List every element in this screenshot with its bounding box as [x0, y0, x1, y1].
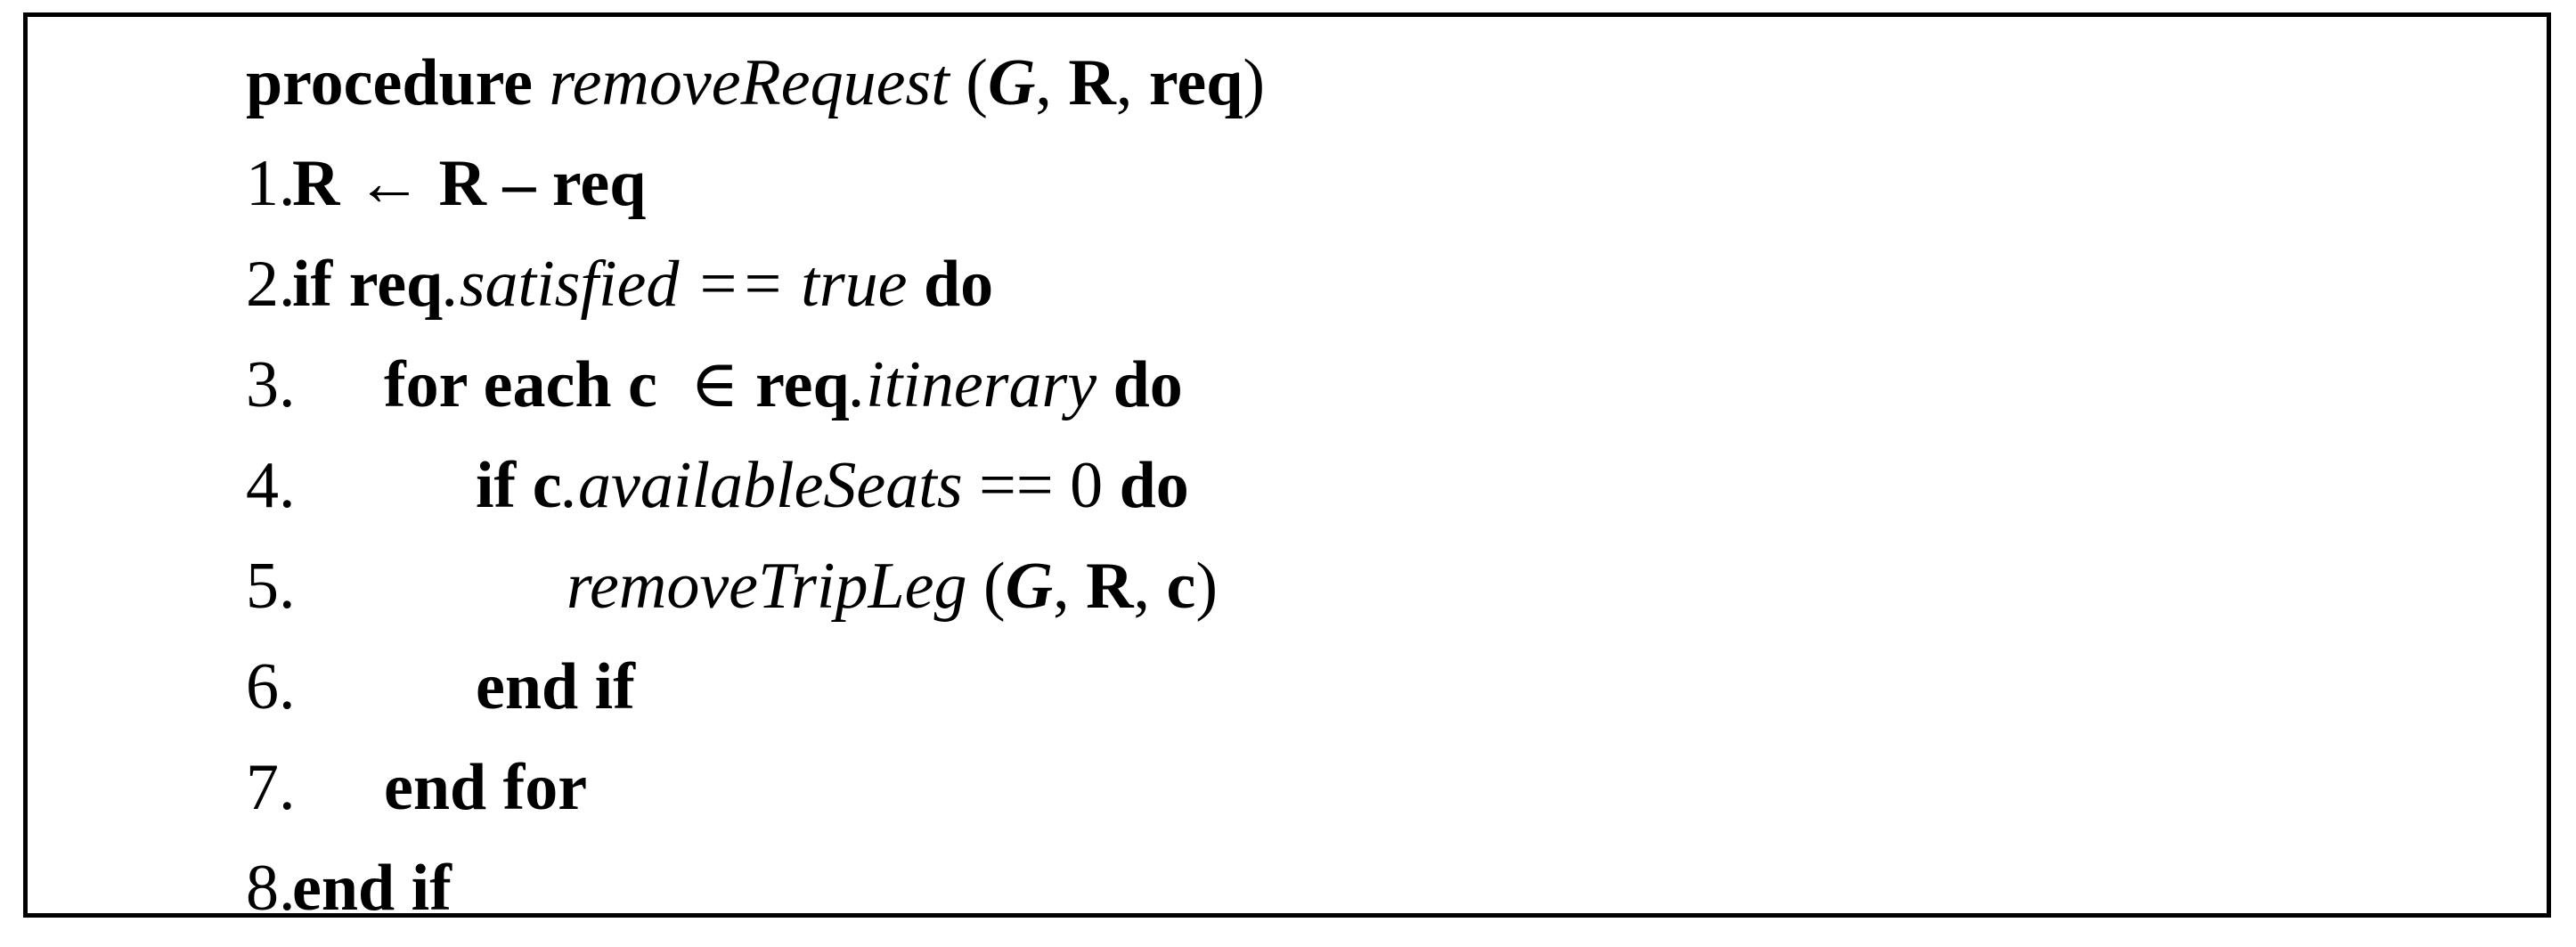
code-token: true: [784, 248, 924, 321]
param-separator-2: ,: [1115, 46, 1149, 119]
code-token: ==: [979, 449, 1054, 522]
code-token: ): [1195, 550, 1219, 623]
code-token: req: [348, 248, 444, 321]
procedure-name: removeRequest: [549, 46, 950, 119]
line-number: 5.: [246, 550, 296, 623]
parameter-req: req: [1148, 46, 1243, 119]
param-separator-1: ,: [1035, 46, 1069, 119]
code-token: req: [535, 147, 647, 220]
procedure-signature-body: procedure removeRequest (G, R, req): [246, 33, 2547, 134]
code-token: ,: [1053, 550, 1087, 623]
code-line: 5.removeTripLeg (G, R, c): [28, 536, 2547, 637]
code-line: 7. end for: [28, 738, 2547, 838]
code-token: do: [1119, 449, 1189, 522]
space-after-keyword: [533, 46, 550, 119]
code-token: R: [1086, 550, 1134, 623]
code-line-body: if req.satisfied == true do: [246, 234, 2547, 335]
code-token: R: [292, 147, 356, 220]
algorithm-box: procedure removeRequest (G, R, req) 1.R …: [23, 12, 2551, 918]
code-token: ==: [695, 248, 785, 321]
line-number: 8.: [246, 852, 296, 918]
open-paren: (: [949, 46, 988, 119]
close-paren: ): [1243, 46, 1266, 119]
code-token: do: [1113, 348, 1183, 421]
code-token: R: [421, 147, 503, 220]
code-token: .availableSeats: [561, 449, 980, 522]
pseudocode-listing: procedure removeRequest (G, R, req) 1.R …: [28, 17, 2547, 918]
code-token: .itinerary: [849, 348, 1113, 421]
code-line: 8.end if: [28, 838, 2547, 918]
code-line: 3.for each c ∈ req.itinerary do: [28, 335, 2547, 436]
line-number: 6.: [246, 650, 296, 723]
code-token: 0: [1053, 449, 1120, 522]
line-number: 3.: [246, 348, 296, 421]
code-token: end for: [384, 751, 588, 824]
line-number: 4.: [246, 449, 296, 522]
parameter-g: G: [987, 46, 1036, 119]
code-token: .satisfied: [443, 248, 696, 321]
parameter-r: R: [1068, 46, 1116, 119]
code-token: ∈: [673, 348, 756, 421]
code-line-body: removeTripLeg (G, R, c): [246, 536, 2547, 637]
code-line: 1.R ← R – req: [28, 134, 2547, 234]
code-token: (: [966, 550, 1006, 623]
code-token: for each c: [384, 348, 674, 421]
code-token: ←: [355, 147, 422, 220]
code-token: end if: [476, 650, 635, 723]
code-line-body: for each c ∈ req.itinerary do: [246, 335, 2547, 436]
code-line-body: if c.availableSeats == 0 do: [246, 436, 2547, 536]
code-line-body: R ← R – req: [246, 134, 2547, 234]
line-number: 2.: [246, 248, 296, 321]
code-line: 4.if c.availableSeats == 0 do: [28, 436, 2547, 536]
code-token: if c: [476, 449, 562, 522]
code-token: G: [1005, 550, 1054, 623]
code-line: 6. end if: [28, 637, 2547, 738]
code-line-body: end for: [246, 738, 2547, 838]
code-line-body: end if: [246, 838, 2547, 918]
code-line-body: end if: [246, 637, 2547, 738]
code-token: do: [923, 248, 994, 321]
code-token: req: [755, 348, 850, 421]
code-token: removeTripLeg: [567, 550, 967, 623]
procedure-signature-line: procedure removeRequest (G, R, req): [28, 33, 2547, 134]
code-line: 2.if req.satisfied == true do: [28, 234, 2547, 335]
line-number: 7.: [246, 751, 296, 824]
procedure-keyword: procedure: [246, 46, 534, 119]
code-token: if: [292, 248, 349, 321]
code-token: c: [1166, 550, 1196, 623]
line-number: 1.: [246, 147, 296, 220]
code-token: end if: [292, 852, 452, 918]
code-token: –: [502, 147, 536, 220]
code-token: ,: [1133, 550, 1167, 623]
